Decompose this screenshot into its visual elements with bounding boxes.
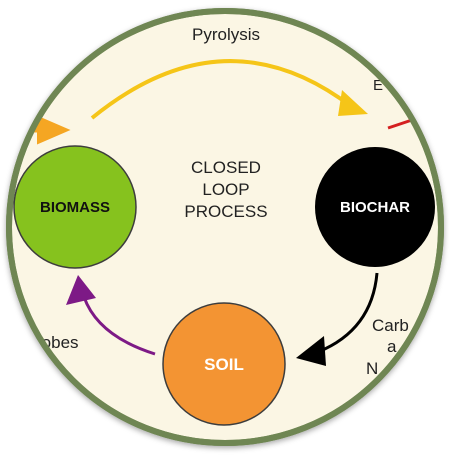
arrow-soil-to-biomass: [82, 296, 156, 356]
label-carbon-line-1: Carb: [372, 316, 409, 335]
arrow-head-biochar-to-soil: [296, 336, 326, 366]
arrow-biochar-to-soil: [317, 272, 379, 354]
label-pyrolysis: Pyrolysis: [192, 25, 260, 44]
node-biomass-label: BIOMASS: [40, 199, 110, 216]
label-carbon-line-3: N: [366, 359, 378, 378]
arrow-biomass-to-biochar: [90, 59, 354, 120]
center-text-line-1: CLOSED: [191, 158, 261, 177]
arrow-head-pyrolysis: [338, 90, 368, 116]
node-biochar-label: BIOCHAR: [340, 199, 410, 216]
node-biochar: BIOCHAR: [315, 147, 435, 267]
node-soil-label: SOIL: [204, 355, 244, 374]
arrow-head-soil-to-biomass: [66, 275, 96, 305]
red-tick: [387, 118, 413, 130]
node-biomass: BIOMASS: [13, 145, 137, 269]
center-text-line-2: LOOP: [202, 180, 249, 199]
node-soil: SOIL: [162, 302, 286, 426]
label-carbon-line-2: a: [387, 337, 397, 356]
frame-border: [6, 8, 444, 446]
cropped-letter: E: [373, 77, 383, 94]
center-text-line-3: PROCESS: [184, 202, 267, 221]
